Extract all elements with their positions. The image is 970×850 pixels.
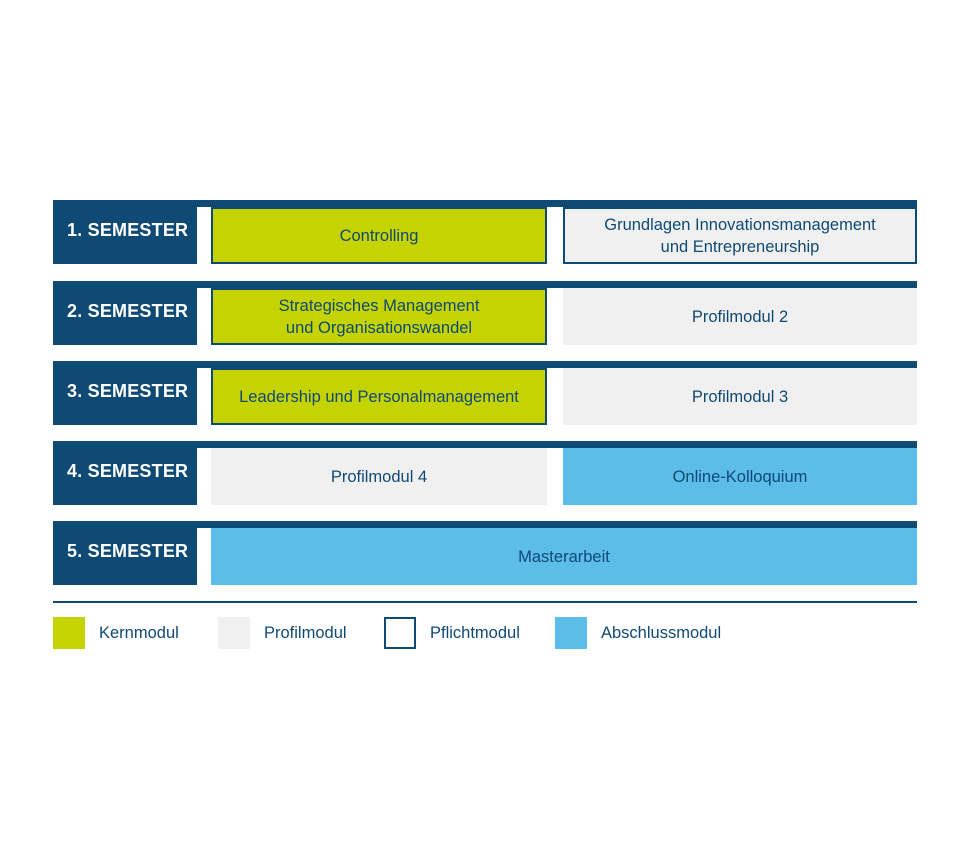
kern-swatch [53,617,85,649]
module-profil: Profilmodul 2 [563,288,917,345]
legend-label: Kernmodul [99,623,179,642]
semester-label: 4. SEMESTER [53,441,197,505]
row-top-bar [53,361,917,368]
legend-item-pflichtmodul: Pflichtmodul [384,617,520,649]
row-top-bar [53,281,917,288]
legend-item-kernmodul: Kernmodul [53,617,179,649]
module-kern: Leadership und Personalmanagement [211,368,547,425]
semester-row-5: 5. SEMESTER Masterarbeit [53,521,917,585]
module-kern: Strategisches Management und Organisatio… [211,288,547,345]
row-top-bar [53,521,917,528]
module-pflicht: Grundlagen Innovationsmanagement und Ent… [563,207,917,264]
legend-item-abschlussmodul: Abschlussmodul [555,617,721,649]
semester-label: 2. SEMESTER [53,281,197,345]
semester-row-3: 3. SEMESTER Leadership und Personalmanag… [53,361,917,425]
pflicht-swatch [384,617,416,649]
semester-row-4: 4. SEMESTER Profilmodul 4 Online-Kolloqu… [53,441,917,505]
module-abschluss: Online-Kolloquium [563,448,917,505]
legend-label: Profilmodul [264,623,347,642]
semester-label: 3. SEMESTER [53,361,197,425]
profil-swatch [218,617,250,649]
semester-label: 5. SEMESTER [53,521,197,585]
semester-row-2: 2. SEMESTER Strategisches Management und… [53,281,917,345]
legend-divider [53,601,917,603]
abschluss-swatch [555,617,587,649]
module-kern: Controlling [211,207,547,264]
legend-label: Abschlussmodul [601,623,722,642]
legend-item-profilmodul: Profilmodul [218,617,347,649]
row-top-bar [53,200,917,207]
semester-row-1: 1. SEMESTER Controlling Grundlagen Innov… [53,200,917,264]
row-top-bar [53,441,917,448]
semester-label: 1. SEMESTER [53,200,197,264]
module-profil: Profilmodul 4 [211,448,547,505]
module-abschluss: Masterarbeit [211,528,917,585]
legend-label: Pflichtmodul [430,623,520,642]
module-profil: Profilmodul 3 [563,368,917,425]
